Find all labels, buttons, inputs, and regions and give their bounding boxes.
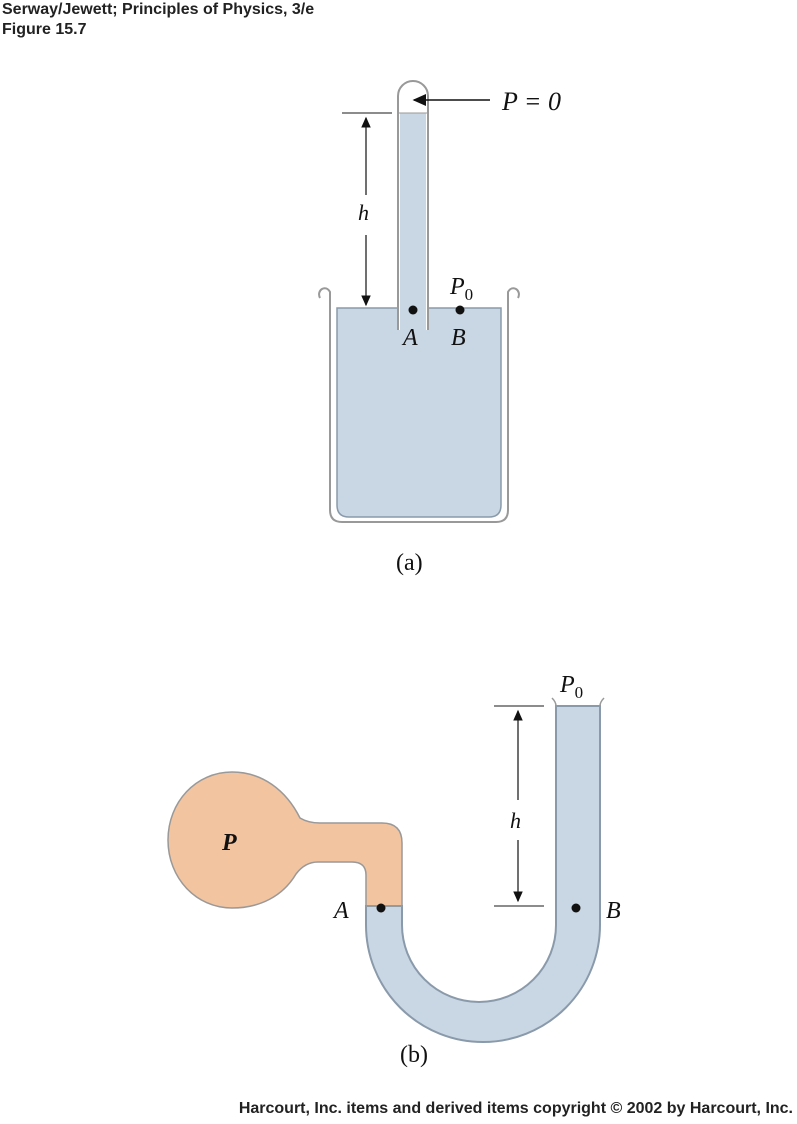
caption-b: (b) (400, 1042, 428, 1068)
height-label-a: h (358, 200, 369, 225)
gas-pressure-label: P (221, 830, 237, 856)
figure-header: Serway/Jewett; Principles of Physics, 3/… (2, 0, 314, 40)
point-b-label: B (451, 325, 466, 351)
point-a-label-b: A (332, 898, 349, 924)
figure-a-barometer: P = 0 h A B P0 (a) (318, 80, 561, 576)
p0-label-b: P0 (559, 672, 583, 702)
height-label-b: h (510, 808, 521, 833)
caption-a: (a) (396, 550, 423, 576)
book-title: Serway/Jewett; Principles of Physics, 3/… (2, 1, 315, 18)
beaker-liquid (336, 307, 502, 518)
point-a-dot (408, 305, 418, 315)
point-b-dot (455, 305, 465, 315)
beaker-outline (318, 287, 520, 523)
pressure-zero-label: P = 0 (501, 87, 561, 116)
point-b-label-b: B (606, 898, 621, 924)
figure-number: Figure 15.7 (2, 21, 87, 38)
figure-b-manometer: P h P0 A B (b) (167, 672, 621, 1068)
gas-container (167, 771, 403, 909)
point-a-dot-b (376, 903, 386, 913)
copyright-footer: Harcourt, Inc. items and derived items c… (238, 1100, 793, 1117)
tube-liquid-column (400, 113, 426, 330)
u-tube (365, 705, 601, 1043)
point-a-label: A (401, 325, 418, 351)
p0-label-a: P0 (449, 274, 473, 304)
point-b-dot-b (571, 903, 581, 913)
